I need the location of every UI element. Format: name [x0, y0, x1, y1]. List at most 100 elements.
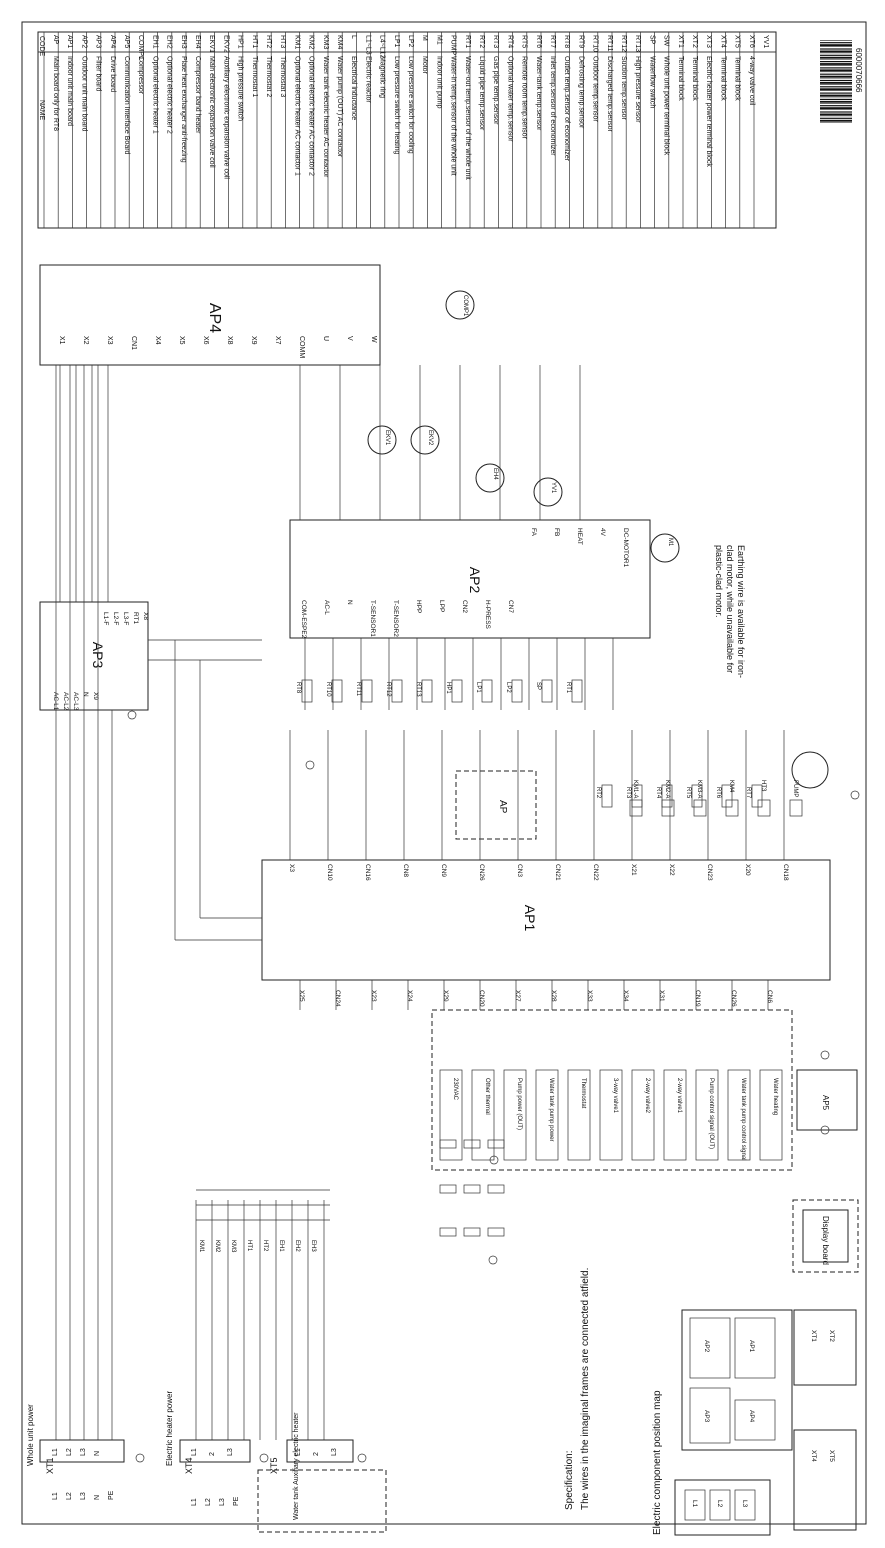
load-label: 3-way valve1	[612, 1078, 618, 1114]
barcode-bar	[820, 103, 852, 104]
ap1-top-pin: CN8	[402, 864, 409, 877]
ap2-pin: T-SENSOR1	[369, 600, 376, 637]
heater-label: EH2	[294, 1240, 300, 1252]
display-board: Display board	[792, 1199, 859, 1273]
pe-ground-symbol	[489, 1155, 499, 1165]
legend-code: RT10	[592, 35, 599, 52]
motor-symbol	[475, 463, 505, 493]
xt4-caption: Electric heater power	[165, 1391, 174, 1466]
outdoor-board-ap2: AP2	[289, 519, 651, 639]
barcode-bar	[820, 48, 852, 50]
ap1-bottom-pin: X31	[658, 990, 665, 1002]
ap1-bottom-pin: CN26	[730, 990, 737, 1007]
legend-code: RT12	[620, 35, 627, 52]
motor-symbol	[533, 477, 563, 507]
legend-name: Main board only for RT8	[52, 56, 59, 131]
sensor-symbol	[421, 679, 433, 703]
load-label: Water heating	[772, 1078, 778, 1115]
legend-name: Terminal block	[677, 56, 684, 101]
legend-name: Whole unit power terminal block	[663, 56, 670, 156]
barcode-bar	[820, 40, 852, 41]
xt4-line: L3	[219, 1498, 226, 1506]
barcode-bar	[820, 100, 852, 103]
load-box	[599, 1069, 623, 1161]
pe-ground-symbol	[488, 1255, 498, 1265]
sensor-label: RT3	[625, 787, 631, 799]
legend-name: Thermostat 1	[251, 56, 258, 97]
legend-name: Auxiliary electronic expansion valve coi…	[222, 56, 229, 179]
sensor-label: LP1	[475, 682, 481, 693]
legend-name: Drive board	[109, 56, 116, 92]
barcode-bar	[820, 42, 852, 44]
xt4-line: L1	[191, 1498, 198, 1506]
ap2-pin: CN7	[507, 600, 514, 613]
barcode-bar	[820, 54, 852, 56]
pump-symbol	[791, 751, 829, 789]
ap2-pin: FB	[553, 528, 560, 536]
ap1-top-pin: CN18	[782, 864, 789, 881]
legend-code: SW	[663, 35, 670, 47]
legend-code: SP	[648, 35, 655, 45]
legend-name: Outlet temp.sensor of economizer	[563, 56, 570, 162]
terminal-block-xt4: Electric heater power XT4	[165, 1391, 251, 1474]
legend-code: HT1	[251, 35, 258, 48]
heater-element	[439, 1184, 457, 1194]
legend-name: Water tank electric heater AC contactor	[322, 56, 329, 178]
sensor-symbol	[631, 784, 643, 808]
ap5-label: AP5	[821, 1095, 830, 1111]
legend-code: XT1	[677, 35, 684, 48]
position-map-title: Electric component position map	[652, 1390, 663, 1535]
sensor-label: RT7	[745, 787, 751, 799]
heater-element	[463, 1184, 481, 1194]
pe-ground-symbol	[127, 710, 137, 720]
xt1-terminal: L1	[52, 1448, 59, 1456]
heater-label: KM1	[198, 1240, 204, 1253]
load-label: 2-way valve2	[644, 1078, 650, 1114]
legend-name: Outdoor unit main board	[80, 56, 87, 132]
load-label: 230VAC	[452, 1078, 458, 1101]
legend-code: RT8	[563, 35, 570, 48]
legend-name: Optional electric heater AC contactor 1	[293, 56, 300, 176]
sensor-label: RT5	[685, 787, 691, 799]
ap1-bottom-pin: CN19	[694, 990, 701, 1007]
ap3-pin: AC-L3	[72, 692, 79, 711]
sensor-label: RT10	[325, 682, 331, 697]
sensor-symbol	[541, 679, 553, 703]
heater-label: EH1	[278, 1240, 284, 1252]
contactor-symbol	[661, 799, 675, 817]
ap3-pin: RT1	[132, 612, 139, 625]
barcode-bar	[820, 90, 852, 91]
ap2-pin: T-SENSOR2	[392, 600, 399, 637]
heater-element	[487, 1184, 505, 1194]
sensor-label: RT8	[295, 682, 301, 694]
pe-ground-symbol	[259, 1453, 269, 1463]
xt5-caption: Water tank Auxiliary electric heater	[293, 1412, 300, 1520]
barcode-bar	[820, 71, 852, 73]
ap4-pin: X4	[154, 336, 161, 345]
ap4-pin: X2	[82, 336, 89, 345]
sensor-symbol	[361, 679, 373, 703]
ap1-bottom-pin: CN24	[334, 990, 341, 1007]
pe-ground-symbol	[820, 1125, 830, 1135]
load-label: Other thermal	[484, 1078, 490, 1115]
ap1-top-pin: CN23	[706, 864, 713, 881]
heater-element	[463, 1139, 481, 1149]
ap2-pin: FA	[530, 528, 537, 537]
ap1-bottom-pin: X33	[586, 990, 593, 1002]
heater-label: KM3	[230, 1240, 236, 1253]
sensor-symbol	[391, 679, 403, 703]
motor-symbol	[445, 290, 475, 320]
barcode-bar	[820, 88, 852, 91]
legend-code: KM2	[308, 35, 315, 50]
barcode-bar	[820, 67, 852, 69]
legend-code: AP3	[95, 35, 102, 48]
legend-code: L	[350, 35, 357, 39]
ap2-pin: N	[346, 600, 353, 605]
map-label: AP3	[703, 1410, 710, 1423]
barcode-bar	[820, 92, 852, 94]
xt5-terminal: L1	[295, 1448, 302, 1456]
xt4-line: L2	[205, 1498, 212, 1506]
barcode-bar	[820, 115, 852, 117]
legend-name: Motor	[421, 56, 428, 75]
legend-code: RT3	[492, 35, 499, 48]
